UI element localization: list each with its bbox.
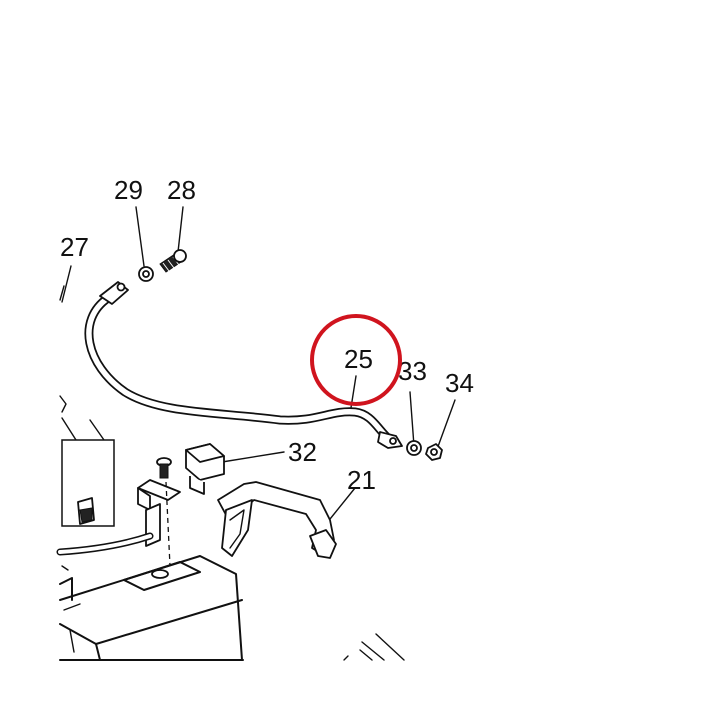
inset-box-30 (61, 439, 115, 527)
bolt-28 (159, 249, 187, 273)
washer-33 (406, 440, 422, 456)
left-edge-details (59, 285, 67, 413)
cable-lug-end-hole (389, 437, 397, 445)
leader-34 (435, 399, 456, 453)
callout-25: 25 (344, 344, 373, 374)
nut-34 (425, 443, 443, 461)
cable-lug-top-hole (116, 282, 126, 292)
leader-28 (177, 206, 184, 253)
terminal-cover-32 (185, 443, 225, 495)
battery-cable-25 (84, 281, 403, 449)
leader-lines (61, 206, 456, 525)
leader-32 (221, 451, 285, 463)
leader-33 (409, 391, 415, 447)
callout-28: 28 (167, 175, 196, 205)
leader-21 (325, 487, 356, 525)
leader-27 (61, 265, 72, 303)
callout-32: 32 (288, 437, 317, 467)
leader-30-a (61, 417, 77, 441)
hold-down-bracket-21 (217, 481, 337, 559)
leader-30-b (89, 419, 105, 441)
highlight-circle (310, 314, 402, 406)
battery (59, 555, 244, 661)
callout-34: 34 (445, 368, 474, 398)
callout-21: 21 (347, 465, 376, 495)
washer-29 (138, 266, 154, 282)
callout-33: 33 (398, 356, 427, 386)
callout-29: 29 (114, 175, 143, 205)
callout-27: 27 (60, 232, 89, 262)
lower-right-fragment (343, 633, 405, 661)
battery-bracket (137, 457, 181, 567)
leader-29 (135, 206, 145, 267)
